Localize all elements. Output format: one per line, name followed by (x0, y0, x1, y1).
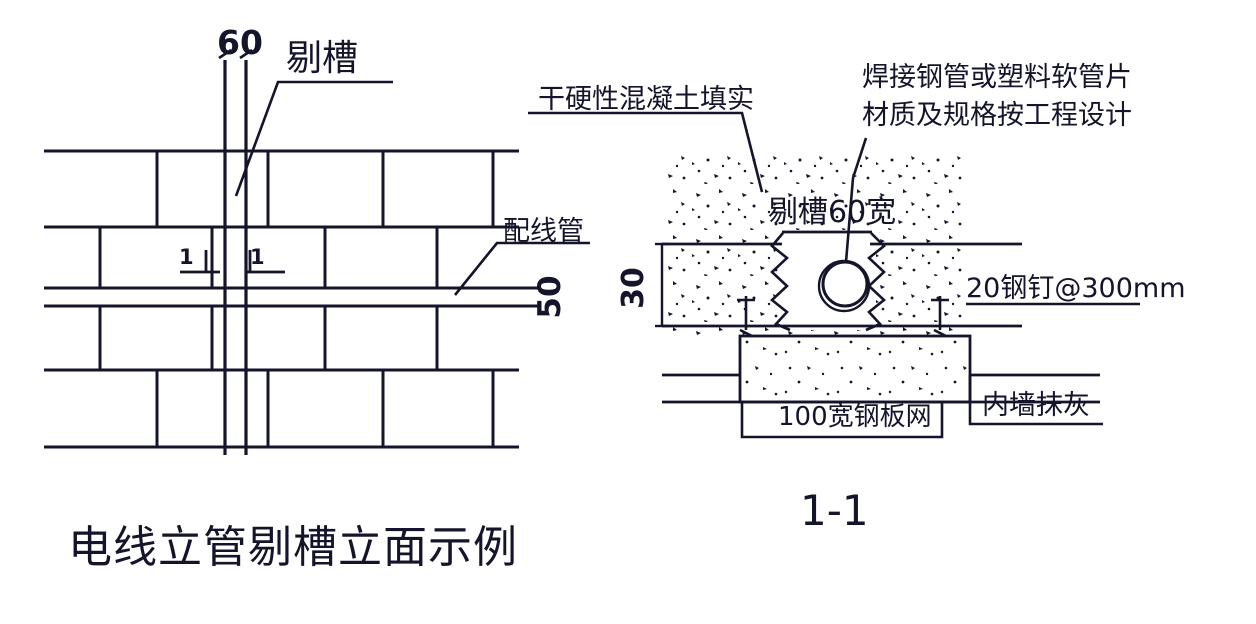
masonry-outline (662, 230, 1022, 246)
pipe-callout-line2: 材质及规格按工程设计 (862, 100, 1132, 131)
elevation-title: 电线立管剔槽立面示例 (68, 522, 518, 573)
groove-callout-leader (234, 80, 393, 197)
concrete-fill-callout-leader (528, 111, 764, 193)
groove-callout-label: 剔槽 (286, 38, 358, 79)
elevation-view: 60 剔槽 1 1 配线管 (44, 23, 590, 573)
steel-nails (737, 296, 949, 338)
section-title: 1-1 (800, 486, 869, 535)
groove-width-dimension (218, 48, 253, 60)
concrete-fill-callout-label: 干硬性混凝土填实 (538, 84, 754, 115)
conduit-callout-label: 配线管 (503, 216, 584, 247)
conduit-callout-leader (453, 241, 590, 296)
plaster-callout-leader (968, 375, 1103, 426)
nail-callout-label: 20钢钉@300mm (966, 273, 1186, 304)
pipe-callout-line1: 焊接钢管或塑料软管片 (862, 62, 1132, 93)
brick-wall-vertical-joints (98, 151, 495, 447)
section-mark-right-label: 1 (250, 245, 265, 269)
depth-dimension (655, 242, 669, 328)
horizontal-conduit (44, 286, 540, 308)
section-mark-left-label: 1 (179, 245, 194, 269)
section-cut-marks (180, 250, 285, 274)
brick-wall-horizontal-joints (44, 149, 519, 449)
groove-width-value: 60 (217, 23, 263, 62)
depth-dimension-value: 30 (616, 267, 651, 309)
mesh-callout-leader (740, 402, 944, 439)
conduit-dimension-value: 50 (532, 275, 568, 318)
plaster-callout-label: 内墙抹灰 (982, 390, 1090, 421)
section-view: 30 (528, 62, 1186, 535)
plaster-layer (662, 334, 1100, 404)
groove-width-callout-label: 剔槽60宽 (768, 195, 896, 230)
vertical-groove (223, 60, 248, 455)
mesh-callout-label: 100宽钢板网 (778, 402, 932, 432)
pipe-callout-leader (844, 137, 868, 263)
conduit-pipe-section (817, 259, 871, 313)
